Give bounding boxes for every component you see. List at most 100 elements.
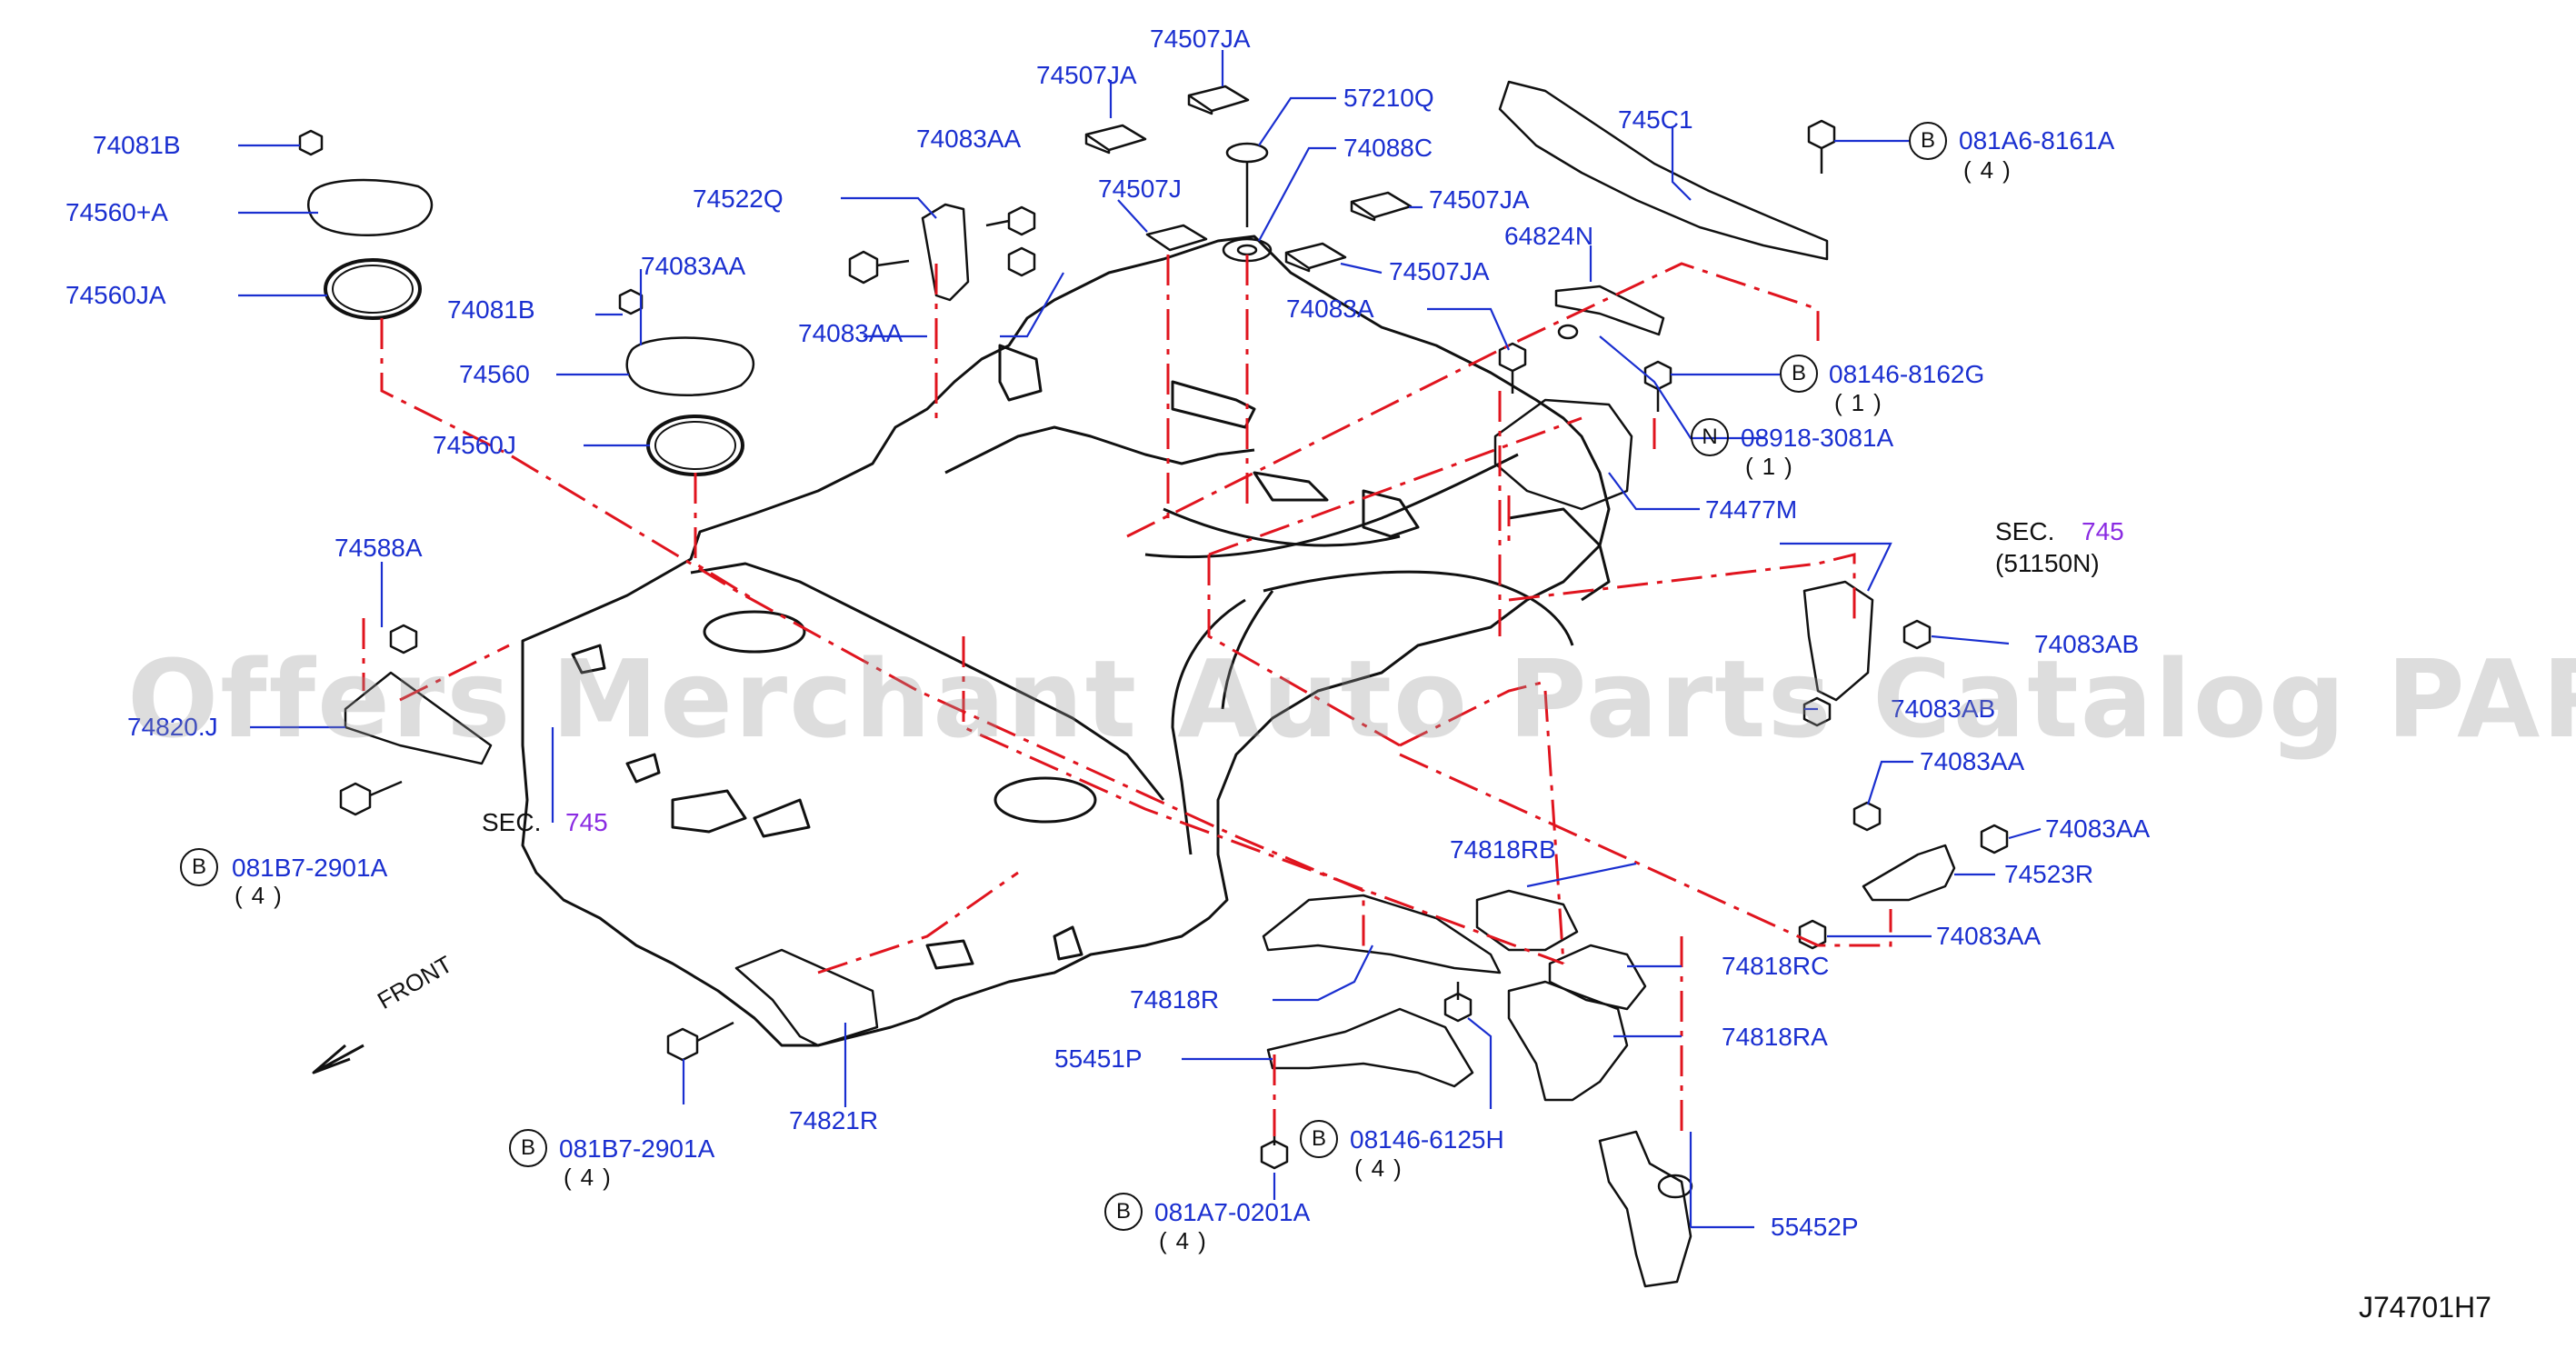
mount-55452P: [1598, 1130, 1692, 1288]
sec-right-sub: (51150N): [1995, 549, 2100, 577]
nut-74081B-a: [298, 129, 324, 156]
pad-74507JA-c: [1350, 191, 1413, 222]
ring-74560JA-inner: [332, 265, 414, 314]
sec-right-number[interactable]: 745: [2082, 517, 2124, 545]
bolt-code-b6: 081A7-0201A: [1154, 1198, 1311, 1226]
front-arrow-icon: [312, 1044, 364, 1074]
bolt-mark-b1: B: [1909, 122, 1947, 160]
label-74818RB: 74818RB: [1450, 835, 1556, 864]
pad-74507J: [1145, 224, 1208, 252]
bolt-qty-b4: (4): [564, 1164, 620, 1191]
label-74821R: 74821R: [789, 1106, 879, 1134]
label-74820J: 74820.J: [127, 713, 218, 741]
bolt-081B7-b: [666, 1021, 734, 1062]
label-74083AA-c: 74083AA: [798, 319, 904, 347]
label-55452P: 55452P: [1771, 1213, 1859, 1241]
bolt-qty-b3: (4): [235, 882, 291, 909]
label-64824N: 64824N: [1504, 222, 1594, 250]
label-57210Q: 57210Q: [1343, 84, 1434, 112]
bracket-74523R: [1862, 844, 1956, 902]
bolt-74083AA-f: [1798, 919, 1827, 950]
bolt-mark-b3: B: [180, 848, 218, 886]
leaders: [238, 50, 2042, 1229]
pad-74818RC: [1548, 944, 1647, 1011]
bolt-mark-b2: B: [1780, 355, 1818, 393]
label-74818R: 74818R: [1130, 985, 1220, 1014]
label-74083AA-d: 74083AA: [1920, 747, 2025, 775]
label-74083AA-f: 74083AA: [1936, 922, 2042, 950]
plate-74818R: [1262, 894, 1502, 974]
label-74523R: 74523R: [2004, 860, 2094, 888]
bolt-code-b2: 08146-8162G: [1829, 360, 1985, 388]
sec-left-number[interactable]: 745: [565, 808, 608, 836]
pad-74507JA-b: [1187, 85, 1250, 115]
plate-74818RA: [1507, 980, 1629, 1102]
bar-745C1: [1498, 80, 1829, 261]
bolt-qty-n1: (1): [1745, 453, 1802, 480]
pad-74507JA-d: [1284, 242, 1347, 273]
bolt-qty-b2: (1): [1834, 389, 1891, 416]
bracket-55451P: [1266, 1007, 1474, 1088]
label-74083AA-a: 74083AA: [641, 252, 746, 280]
label-74083AB-a: 74083AB: [2034, 630, 2140, 658]
bolt-qty-b1: (4): [1963, 156, 2020, 184]
label-74083AA-e: 74083AA: [2045, 814, 2151, 843]
clip-57210Q: [1225, 142, 1269, 164]
washer-64824N: [1557, 324, 1579, 340]
label-74507JA-c: 74507JA: [1429, 185, 1530, 214]
label-74560J: 74560J: [433, 431, 516, 459]
nut-74081B-b: [618, 288, 644, 315]
label-55451P: 55451P: [1054, 1044, 1143, 1073]
bolt-74083AB-b: [1802, 696, 1832, 727]
label-74522Q: 74522Q: [693, 185, 784, 213]
label-74560: 74560: [459, 360, 530, 388]
ring-74560J: [646, 415, 744, 476]
plate-74560: [625, 336, 755, 396]
sec-left-prefix: SEC.: [482, 808, 542, 836]
label-745C1: 745C1: [1618, 105, 1693, 134]
bolt-74083AA-c: [848, 250, 910, 285]
bolt-code-n1: 08918-3081A: [1741, 424, 1894, 452]
ring-74560JA: [324, 258, 422, 320]
floor-pan: [521, 235, 1611, 1047]
bolt-qty-b6: (4): [1159, 1227, 1215, 1254]
bolt-081B7-a: [339, 780, 403, 816]
pad-74507JA-a: [1084, 124, 1147, 155]
label-74507JA-d: 74507JA: [1389, 257, 1490, 285]
bolt-74083AA-b: [1007, 246, 1036, 277]
bolt-74588A: [389, 624, 418, 655]
bolt-mark-b6: B: [1104, 1193, 1143, 1231]
ring-74560J-inner: [654, 421, 736, 470]
label-74818RC: 74818RC: [1722, 952, 1830, 980]
bolt-74083AA-e: [1980, 824, 2009, 854]
label-74818RA: 74818RA: [1722, 1023, 1828, 1051]
label-74507J: 74507J: [1098, 175, 1182, 203]
sec-right-prefix: SEC.: [1995, 517, 2055, 545]
label-74560JA: 74560JA: [65, 281, 166, 309]
bolt-code-b1: 081A6-8161A: [1959, 126, 2115, 155]
label-74507JA-b: 74507JA: [1150, 25, 1251, 53]
label-74477M: 74477M: [1705, 495, 1798, 524]
bolt-74083AA-d: [1852, 801, 1882, 832]
bracket-74522Q: [921, 203, 970, 302]
bracket-74821R: [734, 948, 879, 1047]
bracket-74083AB: [1802, 580, 1874, 702]
bolt-74083A: [1498, 342, 1527, 394]
watermark: Offers Merchant Auto Parts Catalog PARTS…: [127, 636, 2576, 762]
label-74083AA-b: 74083AA: [916, 125, 1022, 153]
bolt-mark-b4: B: [509, 1129, 547, 1167]
bolt-code-b3: 081B7-2901A: [232, 854, 388, 882]
bolt-74083AB-a: [1902, 619, 1932, 650]
label-74088C: 74088C: [1343, 134, 1433, 162]
label-74560pA: 74560+A: [65, 198, 168, 226]
bolt-08146-6125H: [1443, 982, 1473, 1023]
label-74588A: 74588A: [334, 534, 423, 562]
centerlines: [362, 255, 1892, 1136]
drawing-id: J74701H7: [2359, 1291, 2491, 1324]
bolt-code-b5: 08146-6125H: [1350, 1125, 1504, 1154]
label-74081B-a: 74081B: [93, 131, 181, 159]
bracket-64824N: [1554, 285, 1665, 336]
bolt-74083AA-a: [985, 205, 1036, 236]
label-74081B-b: 74081B: [447, 295, 535, 324]
